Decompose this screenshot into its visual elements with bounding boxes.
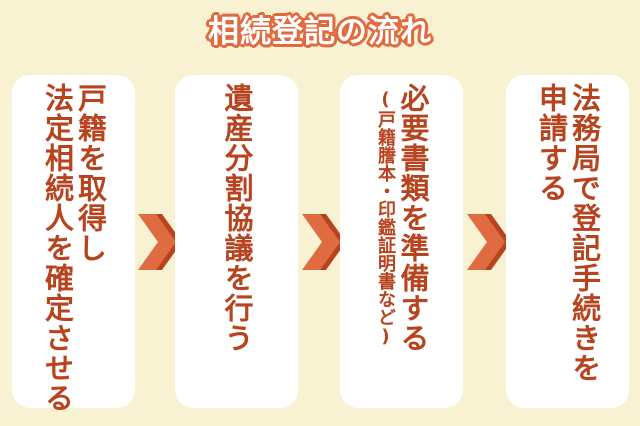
step-1-box: 戸籍を取得し 法定相続人を確定させる — [12, 75, 135, 413]
step-4-line-1: 法務局で登記手続きを — [567, 83, 602, 383]
chevron-right-icon — [467, 214, 511, 270]
step-3-line-1: 必要書類を準備する — [396, 83, 430, 353]
step-4-box: 法務局で登記手続きを 申請する — [506, 75, 629, 408]
step-1-line-1: 戸籍を取得し — [73, 83, 108, 263]
diagram-title: 相続登記の流れ — [208, 14, 432, 50]
step-2-line-1: 遺産分割協議を行う — [220, 83, 254, 353]
chevron-right-icon — [138, 214, 182, 270]
chevron-right-icon — [302, 214, 346, 270]
step-1-line-2: 法定相続人を確定させる — [40, 83, 75, 413]
step-2-box: 遺産分割協議を行う — [175, 75, 298, 408]
step-3-box: 必要書類を準備する (戸籍謄本・印鑑証明書など) — [340, 75, 463, 408]
step-4-line-2: 申請する — [534, 83, 569, 203]
step-3-note: (戸籍謄本・印鑑証明書など) — [375, 89, 396, 347]
